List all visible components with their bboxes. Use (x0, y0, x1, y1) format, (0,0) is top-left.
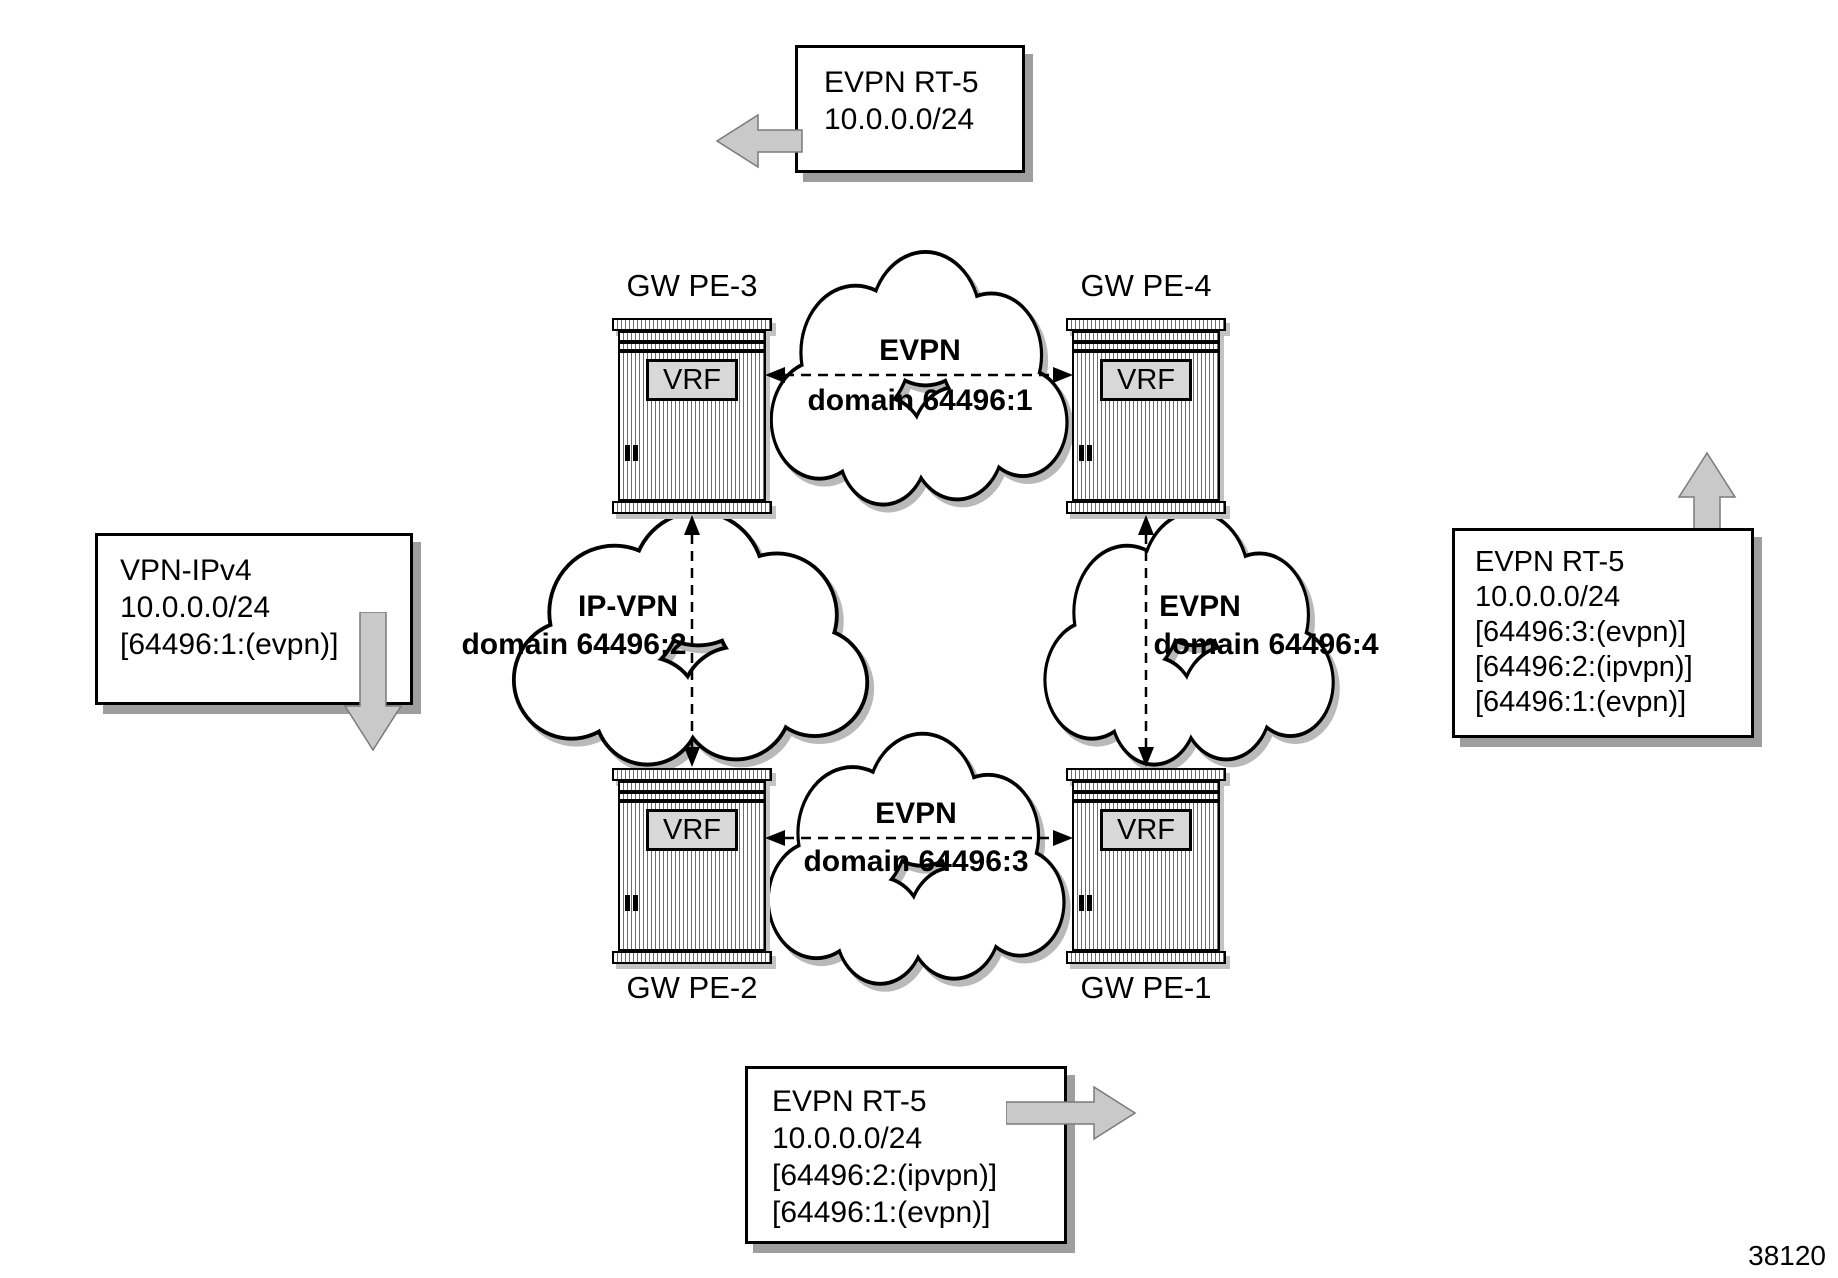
callout-line: 10.0.0.0/24 (1475, 581, 1621, 613)
router-chassis: VRF (618, 331, 766, 501)
cloud-bottom-domain: domain 64496:3 (803, 845, 1029, 878)
cloud-left-name: IP-VPN (577, 590, 679, 623)
router-grill-line (1074, 799, 1218, 803)
callout-line: EVPN RT-5 (772, 1085, 927, 1118)
router-top-panel (1066, 768, 1226, 781)
cloud-left-domain: domain 64496:2 (461, 628, 687, 661)
router-grill-line (620, 799, 764, 803)
router-bottom-panel (1066, 951, 1226, 964)
callout-top: EVPN RT-5 10.0.0.0/24 (795, 45, 1025, 173)
cloud-icon (511, 510, 870, 767)
router-led-icon (1079, 445, 1084, 461)
callout-line: [64496:3:(evpn)] (1475, 616, 1687, 648)
router-grill-line (620, 340, 764, 344)
dashed-arrow-right (1138, 515, 1154, 767)
cloud-top-evpn-domain-1 (758, 228, 1076, 526)
vrf-box: VRF (646, 359, 738, 401)
block-arrow-left-icon (715, 113, 803, 169)
callout-line: VPN-IPv4 (120, 554, 252, 587)
router-grill-line (1074, 349, 1218, 353)
router-chassis: VRF (1072, 781, 1220, 951)
dashed-arrow-top (765, 367, 1073, 383)
callout-line: [64496:2:(ipvpn)] (1475, 651, 1693, 683)
callout-line: [64496:1:(evpn)] (120, 628, 339, 661)
figure-number: 38120 (1748, 1240, 1826, 1271)
router-grill-line (1074, 790, 1218, 794)
router-led-icon (625, 895, 630, 911)
router-led-icon (1087, 445, 1092, 461)
dashed-arrow-left (684, 515, 700, 767)
router-label-gw-pe-3: GW PE-3 (626, 268, 758, 303)
callout-right: EVPN RT-5 10.0.0.0/24 [64496:3:(evpn)] [… (1452, 528, 1754, 738)
cloud-icon (1043, 510, 1335, 767)
router-gw-pe-3: VRF (612, 318, 772, 514)
cloud-top-domain: domain 64496:1 (807, 384, 1033, 417)
router-grill-line (620, 790, 764, 794)
vrf-box: VRF (1100, 809, 1192, 851)
router-bottom-panel (612, 501, 772, 514)
vrf-box: VRF (1100, 359, 1192, 401)
router-label-gw-pe-1: GW PE-1 (1080, 970, 1212, 1005)
router-chassis: VRF (618, 781, 766, 951)
router-chassis: VRF (1072, 331, 1220, 501)
router-gw-pe-4: VRF (1066, 318, 1226, 514)
router-label-gw-pe-2: GW PE-2 (626, 970, 758, 1005)
router-label-gw-pe-4: GW PE-4 (1080, 268, 1212, 303)
callout-line: [64496:2:(ipvpn)] (772, 1159, 998, 1192)
router-top-panel (1066, 318, 1226, 331)
callout-line: 10.0.0.0/24 (772, 1122, 923, 1155)
vrf-box: VRF (646, 809, 738, 851)
router-led-icon (625, 445, 630, 461)
callout-bottom: EVPN RT-5 10.0.0.0/24 [64496:2:(ipvpn)] … (745, 1066, 1067, 1244)
callout-line: 10.0.0.0/24 (120, 591, 271, 624)
router-gw-pe-2: VRF (612, 768, 772, 964)
callout-line: EVPN RT-5 (824, 66, 979, 99)
callout-line: [64496:1:(evpn)] (772, 1196, 991, 1229)
callout-line: EVPN RT-5 (1475, 546, 1625, 578)
cloud-left-ipvpn-domain-2 (498, 488, 878, 786)
cloud-right-evpn-domain-4 (1032, 488, 1342, 786)
block-arrow-right-icon (1006, 1085, 1137, 1141)
router-led-icon (633, 895, 638, 911)
router-led-icon (633, 445, 638, 461)
callout-line: 10.0.0.0/24 (824, 103, 975, 136)
block-arrow-down-icon (343, 612, 403, 752)
router-bottom-panel (1066, 501, 1226, 514)
cloud-icon (766, 731, 1066, 986)
cloud-icon (769, 250, 1069, 507)
router-grill-line (620, 349, 764, 353)
dashed-arrow-bottom (765, 830, 1073, 846)
router-led-icon (1087, 895, 1092, 911)
router-top-panel (612, 768, 772, 781)
router-led-icon (1079, 895, 1084, 911)
router-grill-line (1074, 340, 1218, 344)
router-bottom-panel (612, 951, 772, 964)
router-top-panel (612, 318, 772, 331)
cloud-bottom-evpn-domain-3 (755, 710, 1073, 1005)
cloud-right-name: EVPN (1159, 590, 1241, 623)
callout-line: [64496:1:(evpn)] (1475, 686, 1687, 718)
router-gw-pe-1: VRF (1066, 768, 1226, 964)
cloud-top-name: EVPN (879, 334, 961, 367)
cloud-right-domain: domain 64496:4 (1153, 628, 1379, 661)
cloud-bottom-name: EVPN (875, 797, 957, 830)
